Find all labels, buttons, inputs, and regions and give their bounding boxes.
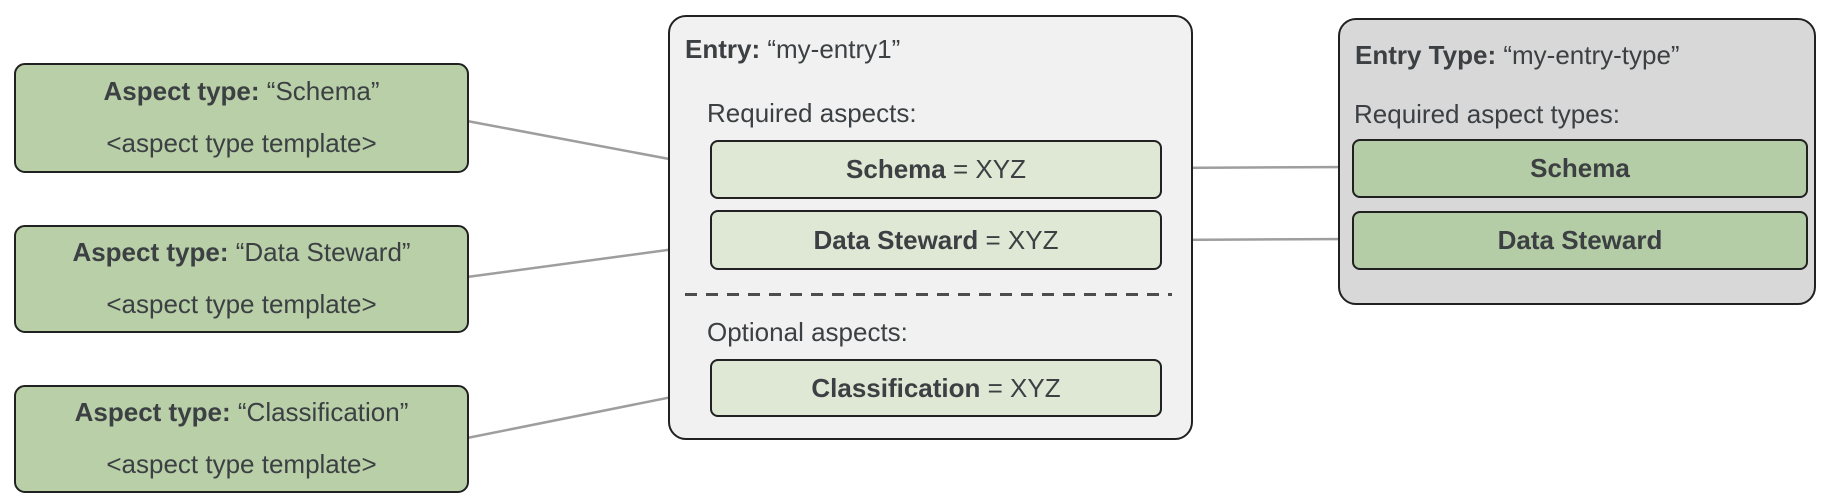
aspect-type-chip-name: Data Steward — [1497, 225, 1663, 255]
aspect-type-chip-schema: Schema — [1352, 139, 1808, 198]
aspect-type-card-title: Aspect type: “Classification” — [74, 397, 409, 428]
required-optional-divider — [685, 293, 1172, 296]
aspect-chip-name: Data Steward — [813, 224, 979, 255]
entry-type-card-title: Entry Type: “my-entry-type” — [1355, 40, 1680, 70]
required-aspects-heading: Required aspects: — [707, 98, 917, 128]
aspect-type-template: <aspect type template> — [106, 449, 377, 479]
entry-label: Entry: — [685, 34, 761, 64]
entry-card-title: Entry: “my-entry1” — [685, 34, 900, 64]
aspect-type-card-title: Aspect type: “Data Steward” — [72, 237, 411, 268]
aspect-type-card-schema: Aspect type: “Schema” <aspect type templ… — [14, 63, 469, 173]
entry-name: “my-entry1” — [767, 34, 901, 64]
aspect-type-label: Aspect type: — [74, 397, 231, 428]
aspect-type-name: “Data Steward” — [235, 237, 411, 268]
aspect-type-card-title: Aspect type: “Schema” — [103, 76, 380, 107]
aspect-chip-classification: Classification = XYZ — [710, 359, 1162, 417]
aspect-chip-schema: Schema = XYZ — [710, 140, 1162, 199]
optional-aspects-heading: Optional aspects: — [707, 317, 908, 347]
aspect-type-name: “Schema” — [266, 76, 380, 107]
aspect-type-card-data-steward: Aspect type: “Data Steward” <aspect type… — [14, 225, 469, 333]
entry-type-name: “my-entry-type” — [1503, 40, 1680, 70]
aspect-type-template: <aspect type template> — [106, 289, 377, 319]
aspect-type-chip-name: Schema — [1530, 153, 1630, 183]
aspect-type-template: <aspect type template> — [106, 128, 377, 158]
entry-card: Entry: “my-entry1” Required aspects: Sch… — [668, 15, 1193, 440]
aspect-chip-data-steward: Data Steward = XYZ — [710, 210, 1162, 270]
aspect-chip-value: = XYZ — [978, 224, 1059, 255]
aspect-type-chip-data-steward: Data Steward — [1352, 211, 1808, 270]
entry-type-label: Entry Type: — [1355, 40, 1497, 70]
aspect-type-label: Aspect type: — [72, 237, 229, 268]
aspect-chip-value: = XYZ — [980, 372, 1061, 403]
aspect-type-label: Aspect type: — [103, 76, 260, 107]
aspect-chip-name: Classification — [811, 372, 981, 403]
entry-type-card: Entry Type: “my-entry-type” Required asp… — [1338, 18, 1816, 305]
required-aspect-types-heading: Required aspect types: — [1354, 99, 1620, 129]
aspect-type-card-classification: Aspect type: “Classification” <aspect ty… — [14, 385, 469, 493]
aspect-type-name: “Classification” — [237, 397, 409, 428]
aspect-chip-value: = XYZ — [945, 154, 1026, 184]
aspect-chip-name: Schema — [846, 154, 946, 184]
